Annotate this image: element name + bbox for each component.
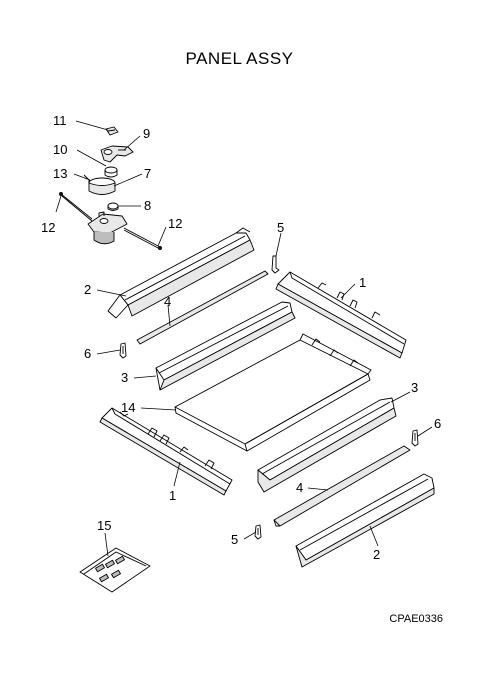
callout-1-lower: 1: [169, 488, 176, 503]
callout-6-left: 6: [84, 346, 91, 361]
callout-2-upper: 2: [84, 282, 91, 297]
part-15-hardware-bag: [79, 547, 151, 593]
callout-11: 11: [53, 113, 67, 128]
part-7-motor: [88, 177, 116, 195]
part-5-clip-upper: [271, 255, 280, 274]
part-6-clip-left: [119, 342, 127, 359]
callout-15: 15: [97, 518, 111, 533]
part-6-clip-right: [411, 429, 419, 447]
callout-1-upper: 1: [359, 275, 366, 290]
callout-10: 10: [53, 142, 67, 157]
part-3-panel-left: [155, 301, 296, 391]
callout-labels: 11 9 10 13 7 8 12 12 5 1 2 4 6 3 14 3 6 …: [41, 113, 441, 562]
callout-14: 14: [121, 400, 135, 415]
callout-4-lower: 4: [296, 480, 303, 495]
part-14-base-panel: [174, 333, 372, 452]
callout-12-right: 12: [168, 216, 182, 231]
callout-2-lower: 2: [373, 547, 380, 562]
callout-3-left: 3: [121, 370, 128, 385]
callout-9: 9: [143, 126, 150, 141]
part-8-knob: [107, 202, 119, 211]
diagram-code: CPAE0336: [389, 613, 443, 625]
callout-6-right: 6: [434, 416, 441, 431]
leader-lines: [55, 120, 433, 557]
part-10-bushing: [104, 166, 118, 178]
part-11-cap: [105, 126, 119, 136]
part-12-switch-base: [59, 192, 162, 250]
part-1-trim-panel-lower: [99, 407, 233, 496]
callout-3-right: 3: [411, 380, 418, 395]
diagram-title: PANEL ASSY: [185, 49, 294, 68]
part-3-panel-right: [257, 397, 397, 493]
part-1-trim-panel-upper: [275, 271, 407, 359]
part-2-side-panel-lower: [295, 473, 435, 568]
part-4-strip-lower: [273, 445, 411, 527]
callout-5-upper: 5: [277, 220, 284, 235]
callout-8: 8: [144, 198, 151, 213]
callout-5-lower: 5: [231, 532, 238, 547]
part-2-side-panel-upper: [107, 227, 255, 319]
callout-4-upper: 4: [164, 294, 171, 309]
callout-12-left: 12: [41, 220, 55, 235]
part-9-bracket: [100, 145, 134, 163]
part-5-clip-lower: [254, 524, 262, 540]
callout-7: 7: [144, 166, 151, 181]
callout-13: 13: [53, 166, 67, 181]
